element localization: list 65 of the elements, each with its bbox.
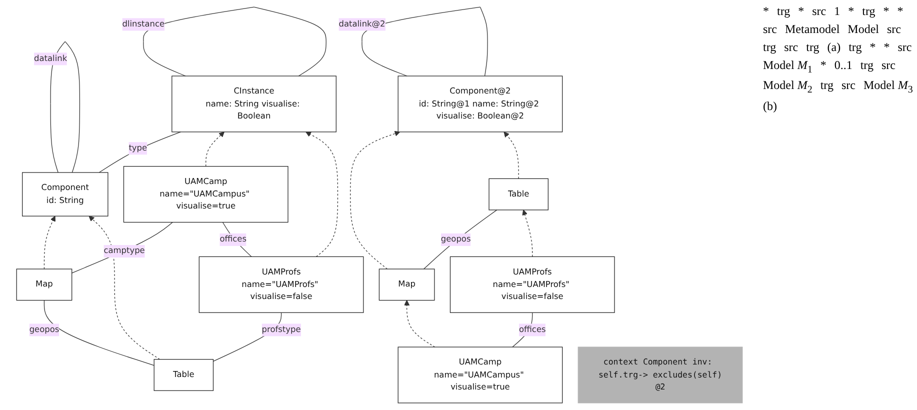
diagram-label: * bbox=[820, 58, 826, 74]
diagram-label: 1 bbox=[834, 4, 840, 19]
diagram-label: (b) bbox=[763, 98, 777, 114]
diagram-label: * bbox=[897, 4, 904, 19]
node-box: Map bbox=[16, 268, 72, 301]
node-box: UAMProfs name="UAMProfs" visualise=false bbox=[450, 256, 615, 313]
diagram-label: src bbox=[763, 22, 777, 37]
arrow bbox=[504, 132, 519, 179]
arrow bbox=[206, 132, 224, 167]
node-box: Table bbox=[154, 359, 214, 391]
connector bbox=[44, 300, 154, 366]
edge-label: profstype bbox=[262, 324, 301, 334]
node-box: CInstance name: String visualise: Boolean bbox=[172, 76, 336, 132]
edge-label: offices bbox=[220, 234, 247, 244]
diagram-label: trg bbox=[763, 40, 776, 55]
diagram-label: * bbox=[798, 4, 804, 19]
node-box: UAMProfs name="UAMProfs" visualise=false bbox=[198, 256, 364, 313]
arrow bbox=[350, 130, 400, 270]
arrow bbox=[522, 210, 533, 257]
diagram-label: src bbox=[812, 4, 826, 19]
edge-label: geopos bbox=[29, 324, 60, 334]
diagram-label: * bbox=[848, 4, 854, 19]
diagram-label: Model M$_{1}$ bbox=[763, 58, 812, 76]
arrow bbox=[306, 132, 338, 257]
arrow bbox=[44, 216, 56, 270]
diagram-label: src bbox=[881, 58, 896, 74]
node-box: Component@2 id: String@1 name: String@2 visualise: Boolean@2 bbox=[398, 76, 563, 132]
diagram-label: trg bbox=[820, 78, 834, 94]
diagram-label: trg bbox=[860, 58, 874, 74]
node-box: Table bbox=[488, 178, 548, 210]
node-box: context Component inv: self.trg-> excludes(self) @2 bbox=[578, 346, 743, 404]
edge-label: type bbox=[128, 143, 148, 153]
edge-label: geopos bbox=[440, 234, 471, 244]
diagram-label: (a) bbox=[827, 40, 841, 55]
diagram-label: src bbox=[887, 22, 901, 37]
diagram-label: trg bbox=[806, 40, 820, 55]
edge-label: datalink@2 bbox=[338, 19, 386, 29]
diagram-label: * bbox=[884, 40, 890, 55]
edge-label: datalink bbox=[34, 54, 68, 64]
diagram-label: * bbox=[763, 4, 769, 19]
arrow bbox=[88, 216, 160, 360]
diagram-label: src bbox=[841, 78, 856, 94]
diagram-label: src bbox=[898, 40, 912, 55]
diagram-label: trg bbox=[777, 4, 790, 19]
connector bbox=[98, 132, 181, 173]
node-box: UAMCamp name="UAMCampus" visualise=true bbox=[123, 166, 288, 223]
diagram-label: Metamodel bbox=[785, 22, 840, 37]
diagram-label: src bbox=[784, 40, 798, 55]
diagram-label: * bbox=[883, 4, 890, 19]
diagram-label: * bbox=[870, 40, 876, 55]
diagram-label: trg bbox=[862, 4, 876, 19]
node-box: UAMCamp name="UAMCampus" visualise=true bbox=[398, 346, 563, 404]
diagram-label: Model bbox=[848, 22, 879, 37]
node-box: Map bbox=[378, 268, 435, 301]
diagram-label: Model M$_{3}$ bbox=[863, 78, 913, 96]
edge-label: camptype bbox=[104, 246, 145, 256]
diagram-label: trg bbox=[848, 40, 862, 55]
edge-label: offices bbox=[518, 324, 546, 334]
connector bbox=[423, 210, 498, 270]
edge-label: dlinstance bbox=[122, 19, 165, 29]
diagram-label: 0..1 bbox=[834, 58, 852, 74]
node-box: Component id: String bbox=[22, 172, 108, 216]
connector bbox=[72, 222, 173, 274]
diagram-label: Model M$_{2}$ bbox=[763, 78, 812, 96]
arrow bbox=[404, 300, 436, 348]
